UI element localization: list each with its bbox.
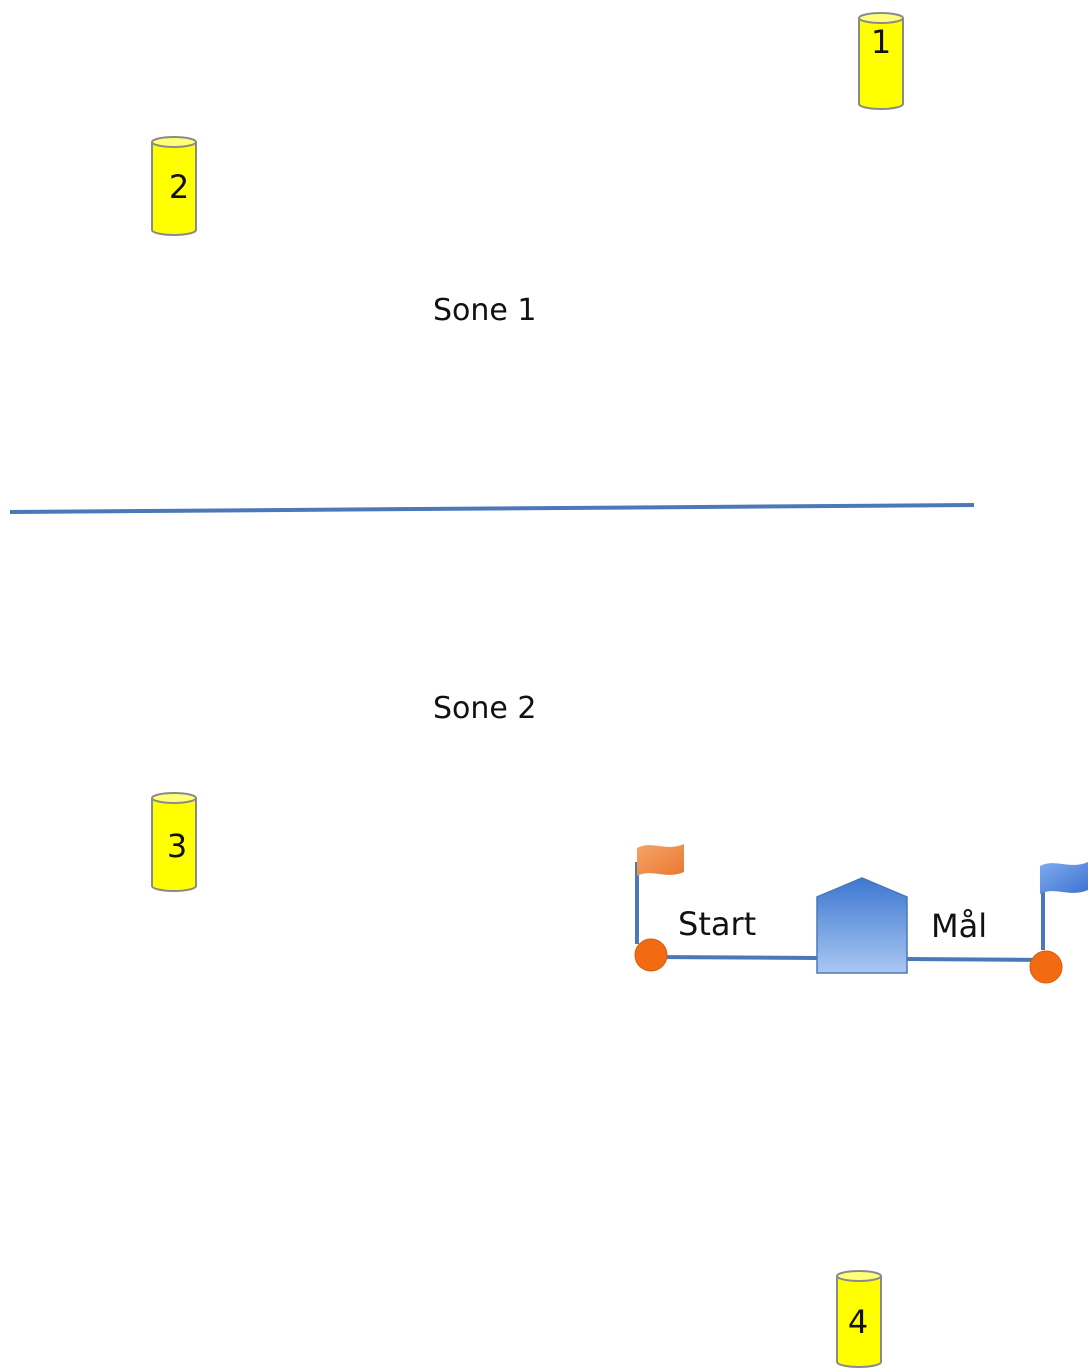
start-flag-icon [635, 844, 684, 944]
buoy-2-number: 2 [169, 168, 189, 206]
buoy-4: 4 [836, 1270, 882, 1368]
buoy-3: 3 [151, 792, 197, 892]
zone-divider-line [9, 503, 975, 514]
finish-flag-icon [1040, 862, 1088, 950]
buoy-1: 1 [858, 12, 904, 110]
buoy-4-number: 4 [848, 1303, 868, 1341]
finish-label: Mål [931, 907, 987, 945]
finish-pin-mark-icon [1029, 950, 1063, 984]
start-pin-mark-icon [634, 938, 668, 972]
zone-1-label: Sone 1 [433, 293, 537, 328]
start-finish-line: Start Mål [634, 844, 1088, 984]
finish-line-segment [905, 957, 1047, 962]
committee-boat-icon [816, 877, 908, 974]
zone-2-label: Sone 2 [433, 691, 537, 726]
buoy-2: 2 [151, 136, 197, 236]
start-label: Start [678, 905, 756, 943]
start-line-segment [651, 955, 818, 960]
buoy-1-number: 1 [871, 23, 891, 61]
buoy-3-number: 3 [167, 827, 187, 865]
